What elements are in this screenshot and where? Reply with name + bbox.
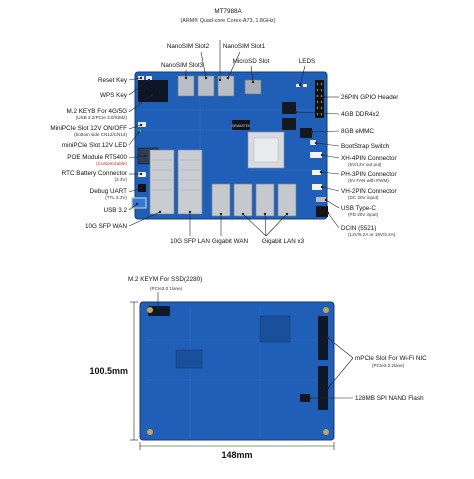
rtc-battery-sub: (3.3V) <box>114 177 127 182</box>
soc-desc-label: (ARM® Quad-core Corex-A73, 1.8GHz) <box>180 17 275 24</box>
ddr-label: 4GB DDR4x2 <box>341 111 380 118</box>
sfp-lan-label: 10G SFP LAN <box>170 238 210 245</box>
m2-keyb-slot <box>138 80 168 102</box>
bootstrap-switch <box>310 140 316 145</box>
mpcie-wifi-sub: (PCIe3.0 2lane) <box>372 363 405 368</box>
sfp-wan-label: 10G SFP WAN <box>85 223 127 230</box>
usbc-sub: (PD 20V input) <box>348 212 379 217</box>
soc-name-label: MT7988A <box>214 8 242 15</box>
xh4pin-connector <box>310 152 322 158</box>
rtc-battery-label: RTC Battery Connector <box>62 170 127 177</box>
debug-uart-sub: (TTL 3.3V) <box>105 195 127 200</box>
wps-key <box>146 76 152 80</box>
xh4pin-sub: (5V/12V out put) <box>348 162 382 167</box>
m2-keyb-sub: (USB 3.2/PCIe 3.0/SIM2) <box>76 115 128 120</box>
back-board <box>139 301 335 441</box>
ddr-chip-2 <box>282 118 296 130</box>
back-pcb <box>139 301 335 441</box>
right-callouts: 26PIN GPIO Header 4GB DDR4x2 8GB eMMC Bo… <box>294 94 398 237</box>
nanosim3-label: NanoSIM Slot3 <box>161 62 204 69</box>
m2-keyb-label: M.2 KEYB For 4G/5G <box>66 108 127 115</box>
vh2pin-label: VH-2PIN Connector <box>341 188 397 195</box>
mpcie-slot-1 <box>318 316 328 360</box>
height-dimension: 100.5mm <box>89 301 138 441</box>
gigabit-lan-port-2 <box>255 183 275 217</box>
emmc-label: 8GB eMMC <box>341 128 374 135</box>
minipcie-onoff-sub: (bottom side CN12/CN14) <box>74 132 127 137</box>
ddr-chip-1 <box>282 102 296 114</box>
leds-label: LEDS <box>299 58 315 65</box>
dcin-label: DCIN (5521) <box>341 225 376 232</box>
mpcie-wifi-label: mPCle Slot For Wi-Fi NIC <box>355 355 427 362</box>
dcin-sub: (12V/5.2A or 19V/3.2A) <box>348 232 396 237</box>
gigabit-lan-port-1 <box>233 183 253 217</box>
debug-uart-label: Debug UART <box>90 188 127 195</box>
microsd-label: MicroSD Slot <box>233 58 270 65</box>
top-board: SEMANTEK <box>131 71 328 220</box>
sfp-lan-cage <box>177 149 203 215</box>
led-1 <box>296 84 300 87</box>
chip-logo-text: SEMANTEK <box>232 124 251 128</box>
m2-keym-slot <box>148 306 170 316</box>
led-2 <box>303 84 307 87</box>
xh4pin-label: XH-4PIN Connector <box>341 155 397 162</box>
nanosim1-label: NanoSIM Slot1 <box>223 43 266 50</box>
gpio-header-label: 26PIN GPIO Header <box>341 94 398 101</box>
m2-keym-label: M.2 KEYM For SSD(2280) <box>128 276 202 283</box>
gigabit-wan-port <box>211 183 231 217</box>
usbc-label: USB Type-C <box>341 205 376 212</box>
ph3pin-label: PH-3PIN Connector <box>341 171 397 178</box>
bottom-callouts: 10G SFP LAN Gigabit WAN Gigabit LAN x3 <box>170 210 305 245</box>
minipcie-led-label: miniPCIe Slot 12V LED <box>62 142 128 149</box>
nanosim-slot2 <box>197 75 215 97</box>
wps-key-label: WPS Key <box>100 92 128 99</box>
emmc-chip <box>300 128 312 138</box>
width-dimension: 148mm <box>139 442 335 460</box>
left-callouts: Reset Key WPS Key M.2 KEYB For 4G/5G (US… <box>50 76 162 230</box>
nanosim-slot1 <box>217 75 235 97</box>
mpcie-slot-2 <box>318 366 328 410</box>
ph3pin-connector <box>312 170 321 175</box>
vh2pin-sub: (DC 20V input) <box>348 195 379 200</box>
poe-module-sub: (Customizable) <box>96 161 127 166</box>
poe-module-label: POE Module RT5400 <box>67 154 127 161</box>
vh2pin-connector <box>312 184 322 190</box>
gigabit-lan-port-3 <box>277 183 297 217</box>
gpio-header <box>315 80 324 118</box>
m2-keym-sub: (PCIe3.0 1lane) <box>150 286 183 291</box>
logo-chip <box>232 120 250 130</box>
ph3pin-sub: (5V FAN with PWM) <box>348 178 389 183</box>
height-dim-text: 100.5mm <box>89 366 128 376</box>
width-dim-text: 148mm <box>221 450 252 460</box>
bootstrap-label: BootStrap Switch <box>341 143 390 150</box>
usb32-label: USB 3.2 <box>104 207 128 214</box>
gigabit-lan-label: Gigabit LAN x3 <box>262 238 305 245</box>
minipcie-onoff-label: MiniPCIe Slot 12V ON/OFF <box>50 125 127 132</box>
usb32-port <box>131 197 147 209</box>
dcin-jack <box>316 206 328 217</box>
reset-key-label: Reset Key <box>98 77 128 84</box>
sfp-wan-cage <box>149 149 175 215</box>
spi-nand-chip <box>300 394 310 402</box>
usbc-port <box>316 197 326 202</box>
nanosim2-label: NanoSIM Slot2 <box>167 43 210 50</box>
spi-nand-label: 128MB SPI NAND Flash <box>355 395 424 402</box>
gigabit-wan-label: Gigabit WAN <box>212 238 249 245</box>
